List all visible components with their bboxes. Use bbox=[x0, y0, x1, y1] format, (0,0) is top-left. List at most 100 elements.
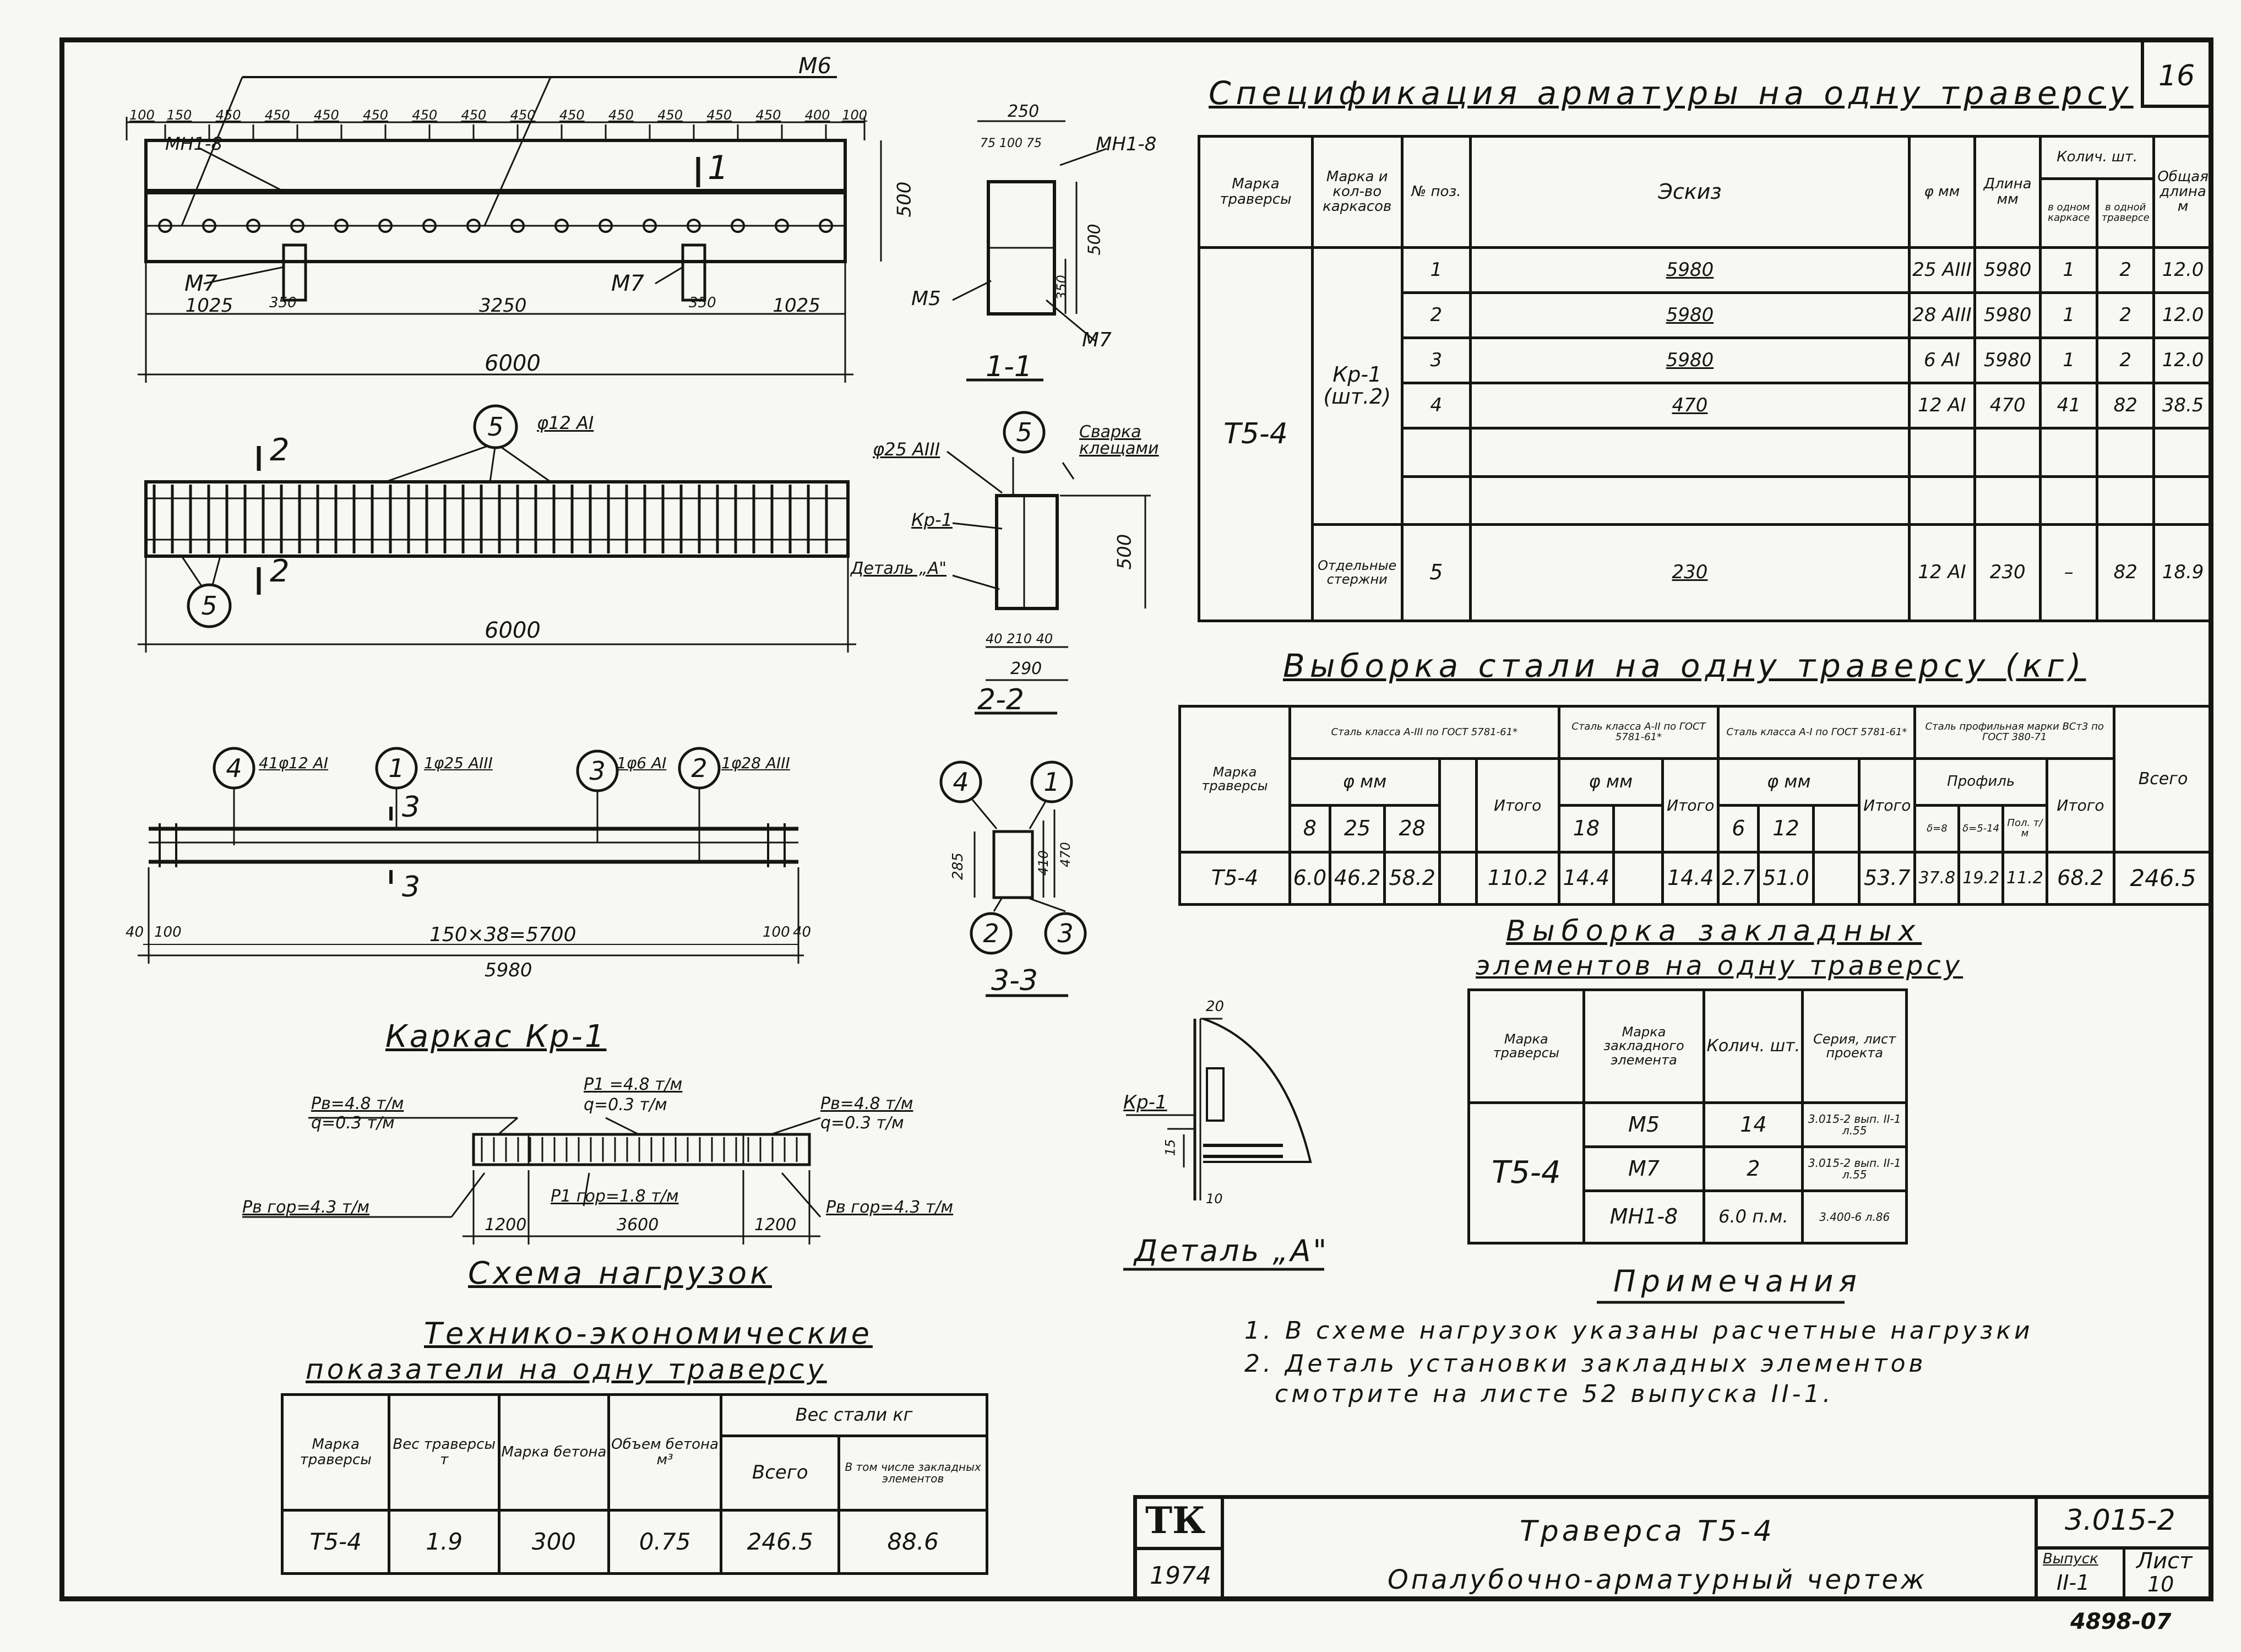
tech-all: 246.5 bbox=[720, 1509, 841, 1575]
spec-empty bbox=[1907, 427, 1977, 478]
rebar-dot bbox=[466, 219, 481, 233]
rebar-dot bbox=[378, 219, 393, 233]
emb-qty: 2 bbox=[1702, 1145, 1804, 1192]
emb-series: 3.015-2 вып. II-1 л.55 bbox=[1801, 1101, 1908, 1148]
spacing-label: 450 bbox=[657, 107, 683, 123]
steel-title: Выборка стали на одну траверсу (кг) bbox=[1283, 647, 2086, 684]
spacing-label: 400 bbox=[804, 107, 830, 123]
title-year-box bbox=[1133, 1550, 1224, 1601]
s11-label-m7: М7 bbox=[1082, 329, 1112, 351]
spec-len: 230 bbox=[1973, 523, 2042, 622]
elevation-overall-dim: 6000 bbox=[485, 351, 541, 376]
emb-el: М7 bbox=[1582, 1145, 1706, 1192]
steel-empty bbox=[1812, 851, 1861, 906]
load-left-q: q=0.3 т/м bbox=[311, 1113, 395, 1133]
spacing-label: 100 bbox=[842, 107, 868, 123]
title-series: 3.015-2 bbox=[2065, 1504, 2175, 1537]
kr1-dim-c: 150×38=5700 bbox=[429, 923, 576, 946]
rebar-dot bbox=[554, 219, 569, 233]
s22-detail: Деталь „А" bbox=[851, 559, 947, 578]
kr1-callout-2: 1φ28 АIII bbox=[721, 754, 790, 772]
position-circle bbox=[187, 583, 232, 628]
steel-h-a1-dia: φ мм bbox=[1717, 757, 1861, 807]
spacing-label: 150 bbox=[166, 107, 192, 123]
tech-h-mark: Марка траверсы bbox=[280, 1393, 391, 1512]
detail-a-dim-20: 20 bbox=[1206, 998, 1225, 1015]
s22-title: 2-2 bbox=[977, 683, 1024, 716]
note-3: смотрите на листе 52 выпуска II-1. bbox=[1275, 1380, 1834, 1408]
steel-empty bbox=[1812, 804, 1861, 854]
s11-title: 1-1 bbox=[986, 350, 1032, 383]
steel-val: 51.0 bbox=[1757, 851, 1815, 906]
elevation-rebar-dots bbox=[158, 124, 833, 233]
spec-empty bbox=[1973, 427, 2042, 478]
emb-mark: Т5-4 bbox=[1467, 1101, 1585, 1245]
spec-empty bbox=[2096, 427, 2156, 478]
steel-h-a3: Сталь класса А-III по ГОСТ 5781-61* bbox=[1288, 705, 1560, 760]
load-right-hor: Pв гор=4.3 т/м bbox=[826, 1198, 954, 1217]
spec-h-frame: Марка и кол-во каркасов bbox=[1310, 134, 1404, 249]
note-1: 1. В схеме нагрузок указаны расчетные на… bbox=[1244, 1317, 2033, 1345]
spec-sketch: 5980 bbox=[1469, 291, 1911, 340]
spec-len: 470 bbox=[1973, 382, 2042, 430]
spec-dia: 6 АI bbox=[1907, 336, 1977, 385]
elevation-dim: 350 bbox=[689, 295, 716, 311]
steel-val: 14.4 bbox=[1661, 851, 1720, 906]
s33-dim-410: 410 bbox=[1035, 850, 1051, 876]
position-circle bbox=[939, 760, 982, 803]
spacing-label: 450 bbox=[215, 107, 241, 123]
sheet-number: 16 bbox=[2158, 59, 2195, 93]
rebar-dot bbox=[819, 219, 833, 233]
spec-h-qty-one: в одном каркасе bbox=[2039, 177, 2099, 249]
steel-h-a2: Сталь класса А-II по ГОСТ 5781-61* bbox=[1557, 705, 1720, 760]
plan-mark-bottom: 2 bbox=[270, 553, 290, 589]
position-number: 1 bbox=[388, 753, 404, 783]
rebar-dot bbox=[731, 219, 745, 233]
position-number: 4 bbox=[226, 753, 242, 783]
load-mid-p: P1 =4.8 т/м bbox=[584, 1075, 683, 1094]
load-hatch bbox=[481, 1137, 798, 1162]
section-2-2 bbox=[947, 450, 1151, 715]
steel-h-a3-total: Итого bbox=[1475, 757, 1560, 854]
note-2: 2. Деталь установки закладных элементов bbox=[1244, 1350, 1927, 1378]
title-sheet: 10 bbox=[2147, 1572, 2174, 1596]
steel-h-a2-dia: φ мм bbox=[1557, 757, 1665, 807]
elevation-dim: 1025 bbox=[185, 295, 233, 317]
spec-empty bbox=[1469, 475, 1911, 526]
steel-prof-col: δ=8 bbox=[1913, 804, 1961, 854]
sheet-number-box bbox=[2141, 37, 2213, 108]
spacing-label: 450 bbox=[755, 107, 781, 123]
s22-weld: Сварка клещами bbox=[1079, 422, 1159, 458]
spec-total: 12.0 bbox=[2152, 291, 2213, 340]
emb-el: М5 bbox=[1582, 1101, 1706, 1148]
steel-dia: 25 bbox=[1328, 804, 1386, 854]
steel-h-a1: Сталь класса А-I по ГОСТ 5781-61* bbox=[1717, 705, 1917, 760]
steel-val: 68.2 bbox=[2045, 851, 2116, 906]
position-number: 5 bbox=[487, 412, 503, 442]
load-dim-3: 1200 bbox=[754, 1215, 797, 1235]
spec-len: 5980 bbox=[1973, 336, 2042, 385]
load-right-q: q=0.3 т/м bbox=[820, 1113, 904, 1133]
load-mid-q: q=0.3 т/м bbox=[584, 1095, 667, 1115]
position-circle bbox=[1003, 411, 1046, 454]
spec-empty bbox=[2152, 475, 2213, 526]
steel-val: 11.2 bbox=[2001, 851, 2048, 906]
kr1-mark-bottom: 3 bbox=[402, 871, 421, 904]
s11-dim-width: 250 bbox=[1008, 102, 1040, 121]
steel-val: 58.2 bbox=[1383, 851, 1441, 906]
rebar-dot bbox=[290, 219, 304, 233]
s22-rebar: φ25 АIII bbox=[873, 439, 940, 460]
steel-h-prof-total: Итого bbox=[2045, 757, 2116, 854]
position-number: 1 bbox=[1043, 767, 1059, 797]
spec-empty bbox=[2096, 475, 2156, 526]
notes-title: Примечания bbox=[1613, 1264, 1862, 1298]
steel-h-a3-dia: φ мм bbox=[1288, 757, 1441, 807]
spec-pos: 4 bbox=[1400, 382, 1472, 430]
elevation-beam bbox=[126, 76, 882, 383]
steel-prof-col: Пол. т/м bbox=[2001, 804, 2048, 854]
steel-h-all: Всего bbox=[2113, 705, 2213, 854]
spec-empty bbox=[2152, 427, 2213, 478]
steel-h-profile: Профиль bbox=[1913, 757, 2048, 807]
tech-table: Марка траверсы Вес траверсы т Марка бето… bbox=[280, 1393, 988, 1575]
s22-kr: Кр-1 bbox=[911, 509, 953, 530]
